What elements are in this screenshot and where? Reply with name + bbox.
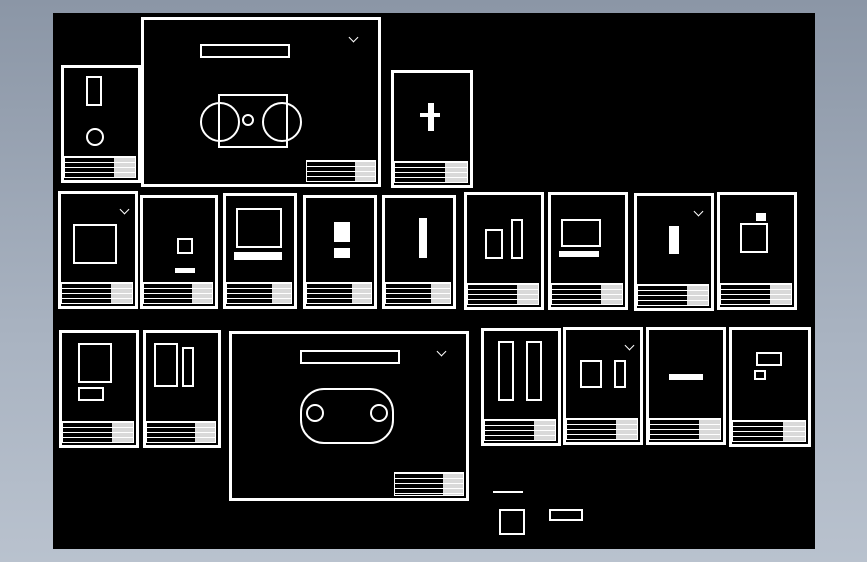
hole <box>306 404 324 422</box>
title-block <box>394 161 468 183</box>
drawing-sheet[interactable] <box>729 327 811 447</box>
drawing-sheet[interactable] <box>141 17 381 187</box>
title-block <box>62 421 134 443</box>
detail-plate <box>549 509 583 521</box>
t-bracket-stem <box>428 103 434 131</box>
drawing-sheet[interactable] <box>229 331 469 501</box>
slim-part-view <box>669 226 679 254</box>
part-circle <box>86 128 104 146</box>
drawing-sheet[interactable] <box>563 327 643 445</box>
small-assembly-part <box>754 370 766 380</box>
small-block-view <box>177 238 193 254</box>
column-view <box>526 341 542 401</box>
rect-part-bottom <box>334 248 350 258</box>
drawing-canvas[interactable] <box>53 13 815 549</box>
roughness-symbol-icon <box>119 204 130 215</box>
part-front-view <box>200 44 290 58</box>
drawing-sheet[interactable] <box>646 327 726 445</box>
small-assembly-view <box>756 352 782 366</box>
rod-part-view <box>669 374 703 380</box>
title-block <box>484 419 556 441</box>
loose-detail-drawings[interactable] <box>489 487 599 547</box>
drawing-sheet[interactable] <box>382 195 456 309</box>
drawing-sheet[interactable] <box>481 328 561 446</box>
part-round-end <box>200 102 240 142</box>
bracket-part-view <box>740 223 768 253</box>
detail-block <box>499 509 525 535</box>
title-block <box>61 282 133 304</box>
detail-line <box>493 491 523 493</box>
part-round-end <box>262 102 302 142</box>
part-plan-view <box>300 388 394 444</box>
roughness-symbol-icon <box>348 32 359 43</box>
drawing-sheet[interactable] <box>303 195 377 309</box>
title-block <box>637 284 709 306</box>
title-block <box>467 283 539 305</box>
block-view-right <box>511 219 523 259</box>
column-view <box>498 341 514 401</box>
frame-part-base <box>559 251 599 257</box>
title-block <box>394 472 464 496</box>
narrow-part-view <box>419 218 427 258</box>
drawing-sheet[interactable] <box>58 191 138 309</box>
title-block <box>306 160 376 182</box>
part-plan-view <box>218 94 288 148</box>
title-block <box>226 282 292 304</box>
drawing-sheet[interactable] <box>223 193 297 309</box>
holder-part-side <box>182 347 194 387</box>
title-block <box>143 282 213 304</box>
bracket-view <box>580 360 602 388</box>
drawing-sheet[interactable] <box>717 192 797 310</box>
title-block <box>385 282 451 304</box>
drawing-sheet[interactable] <box>391 70 473 188</box>
frame-part-view <box>561 219 601 247</box>
drawing-sheet[interactable] <box>634 193 714 311</box>
roughness-symbol-icon <box>693 206 704 217</box>
rect-part-top <box>334 222 350 242</box>
plate-with-holes-view <box>236 208 282 248</box>
drawing-sheet[interactable] <box>61 65 141 183</box>
hole <box>370 404 388 422</box>
roughness-symbol-icon <box>436 346 447 357</box>
title-block <box>64 156 136 178</box>
title-block <box>551 283 623 305</box>
plate-base <box>234 252 282 260</box>
title-block <box>146 421 216 443</box>
drawing-sheet[interactable] <box>464 192 544 310</box>
title-block <box>566 418 638 440</box>
drawing-sheet[interactable] <box>59 330 139 448</box>
roughness-symbol-icon <box>624 340 635 351</box>
part-view <box>86 76 102 106</box>
drawing-sheet[interactable] <box>143 330 221 448</box>
small-block-base <box>175 268 195 273</box>
bracket-view <box>614 360 626 388</box>
block-view-left <box>485 229 503 259</box>
hole <box>242 114 254 126</box>
drawing-sheet[interactable] <box>140 195 218 309</box>
title-block <box>720 283 792 305</box>
title-block <box>649 418 721 440</box>
holder-part-view <box>154 343 178 387</box>
bracket-part-top <box>756 213 766 221</box>
square-plate-view <box>73 224 117 264</box>
title-block <box>732 420 806 442</box>
drawing-sheet[interactable] <box>548 192 628 310</box>
part-front-view <box>300 350 400 364</box>
title-block <box>306 282 372 304</box>
block-part-lower <box>78 387 104 401</box>
block-part-view <box>78 343 112 383</box>
